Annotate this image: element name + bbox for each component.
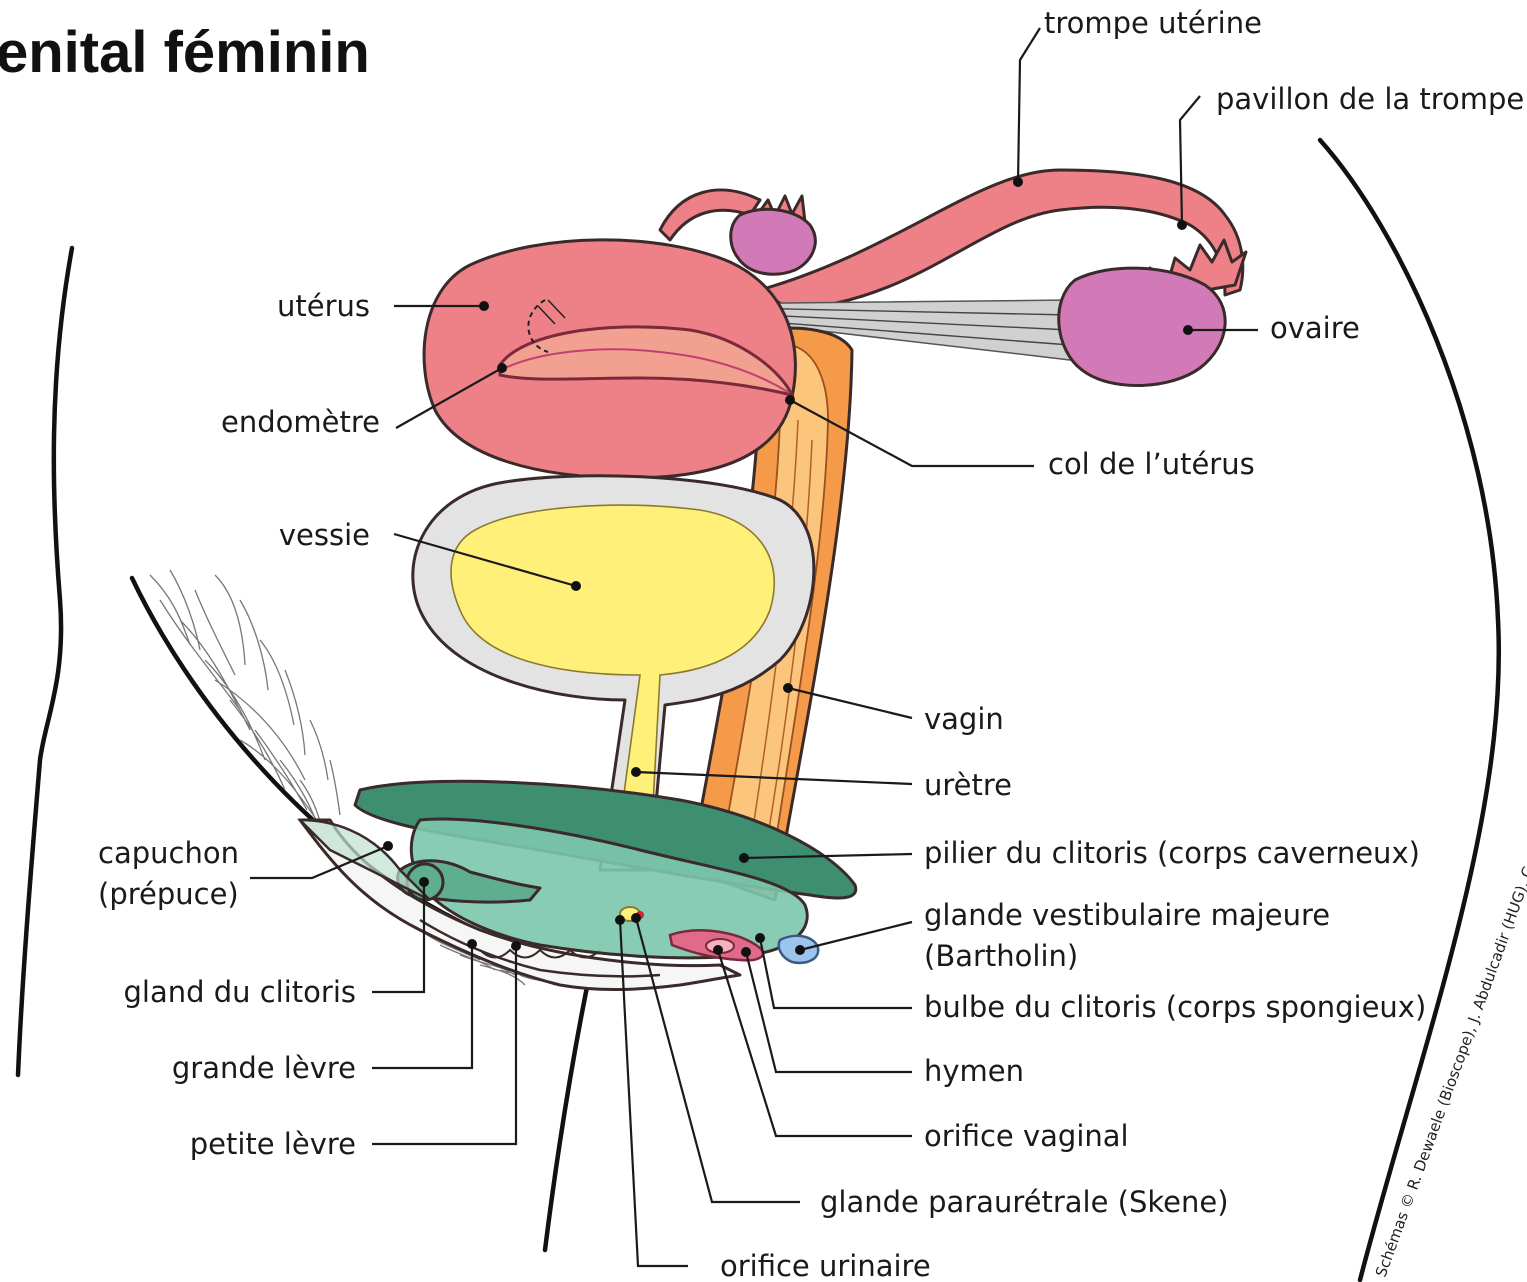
label-vagin: vagin [924, 702, 1004, 736]
label-endometre: endomètre [221, 405, 380, 439]
label-uretre: urètre [924, 768, 1012, 802]
uterus [424, 240, 795, 478]
label-pilier-clitoris: pilier du clitoris (corps caverneux) [924, 836, 1420, 870]
label-bartholin: (Bartholin) [924, 939, 1078, 973]
label-gland-clitoris: gland du clitoris [123, 975, 356, 1009]
label-glande-vestibulaire: glande vestibulaire majeure [924, 898, 1330, 932]
label-orifice-vaginal: orifice vaginal [924, 1119, 1129, 1153]
diagram-title: enital féminin [0, 20, 370, 85]
label-petite-levre: petite lèvre [190, 1127, 356, 1161]
label-orifice-urinaire: orifice urinaire [720, 1249, 931, 1282]
label-prepuce: (prépuce) [98, 877, 239, 911]
label-glande-skene: glande paraurétrale (Skene) [820, 1185, 1229, 1219]
image-credit: Schémas © R. Dewaele (Bioscope), J. Abdu… [1372, 326, 1527, 1279]
label-uterus: utérus [277, 289, 370, 323]
label-trompe-uterine: trompe utérine [1044, 6, 1262, 40]
label-hymen: hymen [924, 1054, 1024, 1088]
label-capuchon: capuchon [98, 836, 239, 870]
label-grande-levre: grande lèvre [172, 1051, 356, 1085]
label-vessie: vessie [279, 518, 370, 552]
label-bulbe-clitoris: bulbe du clitoris (corps spongieux) [924, 990, 1426, 1024]
label-pavillon: pavillon de la trompe [1216, 82, 1524, 116]
label-col-uterus: col de l’utérus [1048, 447, 1255, 481]
label-ovaire: ovaire [1270, 311, 1360, 345]
